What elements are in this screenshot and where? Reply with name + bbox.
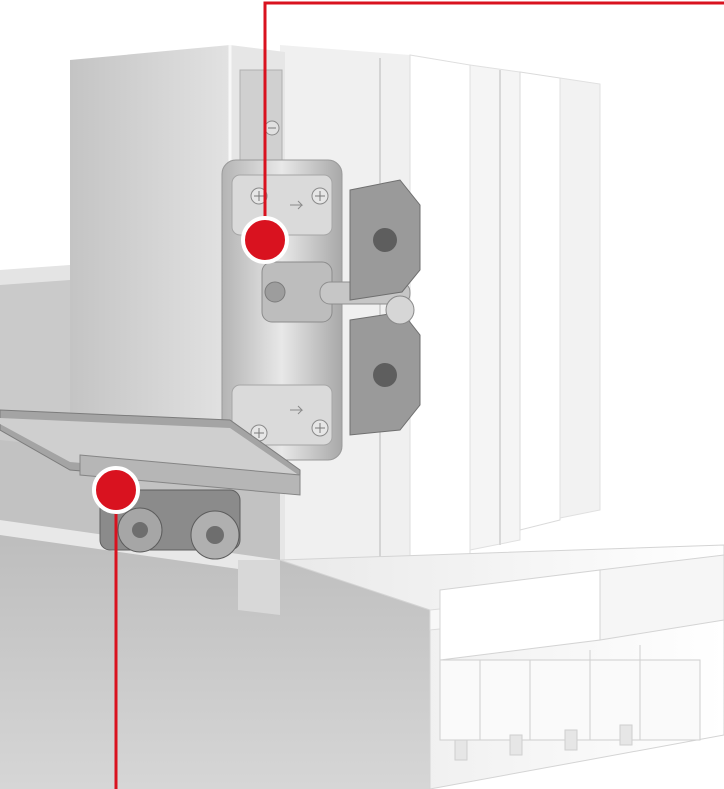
callout-leaders (114, 1, 724, 789)
sill-profile-cross-section (279, 544, 724, 789)
screw-icon (250, 187, 268, 205)
arrow-mark-icon (290, 405, 304, 415)
keeper-plate (349, 179, 421, 436)
arrow-mark-icon (290, 200, 304, 210)
screw-icon (311, 187, 329, 205)
screw-icon (264, 120, 280, 136)
red-dot-marker (241, 216, 289, 264)
red-dot-marker (92, 466, 140, 514)
screw-icon (311, 419, 329, 437)
leader-line-lock-mechanism (263, 1, 724, 240)
roller-carriage (99, 489, 241, 560)
espagnolette-bar (0, 409, 301, 496)
